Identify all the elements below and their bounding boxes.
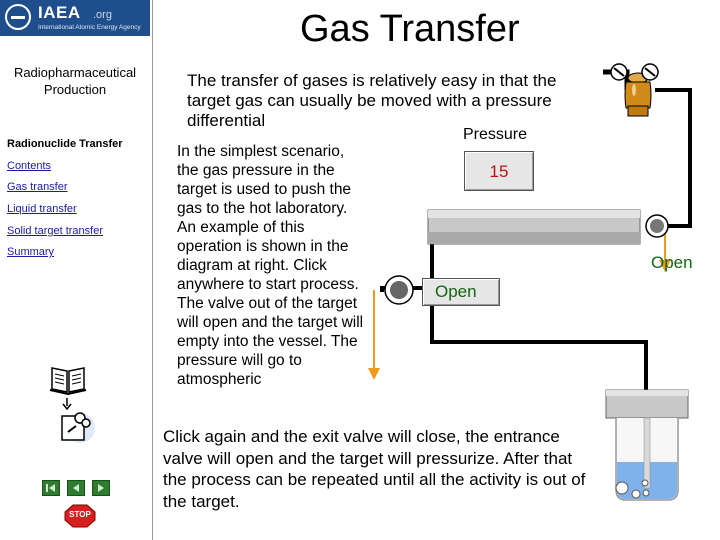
pressure-gauge: 15 (464, 151, 534, 191)
chevron-left-icon (73, 484, 79, 492)
sidebar: IAEA .org International Atomic Energy Ag… (0, 0, 153, 540)
target-chamber (427, 209, 641, 245)
nav-link-summary[interactable]: Summary (7, 246, 55, 258)
intro-text: The transfer of gases is relatively easy… (187, 71, 557, 130)
pressure-label: Pressure (463, 126, 528, 143)
supply-valve-right[interactable] (641, 63, 659, 81)
stop-button[interactable]: STOP (64, 504, 96, 528)
book-icon[interactable] (48, 362, 88, 398)
gas-transfer-diagram[interactable] (360, 60, 716, 510)
iaea-logo: IAEA .org International Atomic Energy Ag… (0, 0, 150, 36)
chevron-right-icon (98, 484, 104, 492)
first-page-button[interactable] (42, 480, 60, 496)
course-title: Radiopharmaceutical Production (13, 65, 137, 97)
instruction-text: Click again and the exit valve will clos… (163, 427, 586, 511)
nav-link-liquid-transfer[interactable]: Liquid transfer (7, 203, 77, 215)
exit-valve-status[interactable]: Open (422, 278, 500, 306)
arrow-down-icon (62, 398, 72, 410)
description-text: In the simplest scenario, the gas pressu… (177, 143, 364, 388)
pressure-supply-pipe (655, 88, 692, 228)
nav-link-contents[interactable]: Contents (7, 160, 52, 172)
collection-vessel (605, 389, 689, 501)
downward-flow-arrow-left (368, 290, 380, 380)
pressure-value: 15 (489, 162, 509, 181)
projector-icon[interactable] (58, 408, 96, 444)
supply-valve-left[interactable] (610, 63, 628, 81)
page-title: Gas Transfer (300, 8, 520, 50)
entrance-valve[interactable] (645, 214, 669, 238)
transfer-pipe (430, 292, 648, 390)
next-page-button[interactable] (92, 480, 110, 496)
logo-name: IAEA (38, 3, 81, 22)
gas-cylinder (624, 72, 652, 117)
section-title: Radionuclide Transfer (7, 138, 123, 150)
logo-suffix: .org (93, 9, 112, 21)
previous-page-button[interactable] (67, 480, 85, 496)
first-page-icon (46, 484, 55, 492)
iaea-emblem-icon (5, 4, 31, 30)
nav-link-solid-target-transfer[interactable]: Solid target transfer (7, 225, 103, 237)
exit-valve[interactable] (384, 275, 414, 305)
stop-sign-icon (64, 504, 96, 528)
stop-label: STOP (69, 510, 91, 519)
entrance-valve-label: Open (651, 253, 693, 272)
logo-tagline: International Atomic Energy Agency (38, 24, 141, 31)
exit-valve-label: Open (435, 282, 477, 301)
nav-link-gas-transfer[interactable]: Gas transfer (7, 181, 68, 193)
exit-pipe-left (380, 286, 432, 292)
